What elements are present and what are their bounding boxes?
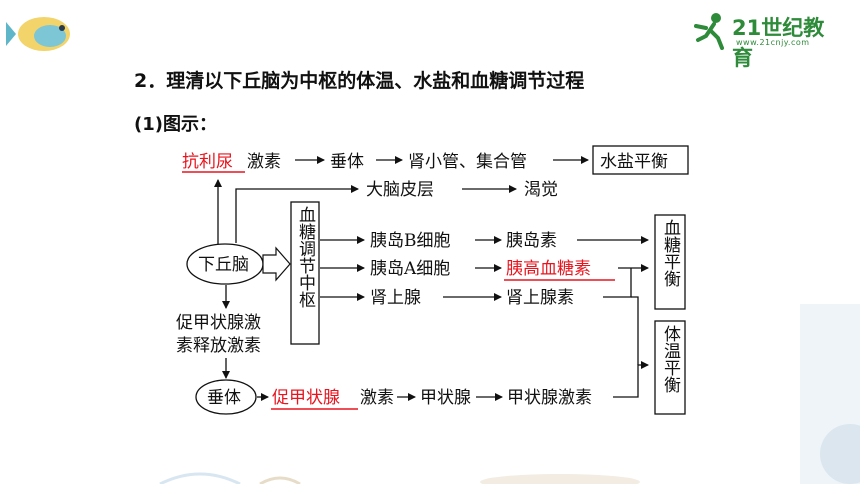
runner-icon: [694, 13, 724, 50]
islet-b-label: 胰岛B细胞: [370, 231, 451, 251]
line-adrenaline-to-temperature: [631, 296, 639, 365]
tsh-hormone-suffix: 激素: [360, 388, 394, 408]
glucose-center-box: [290, 201, 320, 345]
thyroid-label: 甲状腺: [420, 388, 471, 408]
cerebral-cortex-label: 大脑皮层: [366, 180, 434, 200]
arrow-hypothalamus-to-cortex: [235, 185, 359, 243]
water-salt-box: [592, 145, 689, 175]
insulin-label: 胰岛素: [506, 231, 557, 251]
top-row: 抗利尿 激素 垂体 肾小管、集合管 水盐平衡: [182, 145, 689, 175]
glucose-balance-box: [654, 214, 686, 310]
adh-hormone-suffix: 激素: [247, 152, 281, 172]
adrenal-label: 肾上腺: [370, 288, 421, 308]
thyroxine-label: 甲状腺激素: [507, 388, 592, 408]
kidney-tubules-label: 肾小管、集合管: [408, 152, 527, 172]
adrenaline-label: 肾上腺素: [506, 288, 574, 308]
fish-decoration: [6, 17, 70, 51]
pituitary2-label: 垂体: [207, 388, 241, 408]
tsh-label: 促甲状腺: [272, 388, 340, 408]
glucose-balance-label: 血糖平衡: [660, 219, 681, 287]
islet-a-label: 胰岛A细胞: [370, 259, 450, 279]
glucagon-label: 胰高血糖素: [506, 259, 591, 279]
thirst-label: 渴觉: [524, 180, 558, 200]
figure-label: (1)图示：: [134, 114, 217, 135]
trh-line-2: 素释放激素: [176, 336, 261, 356]
adh-label: 抗利尿: [182, 152, 233, 172]
corner-decoration: [800, 304, 860, 484]
section-heading: 2．理清以下丘脑为中枢的体温、水盐和血糖调节过程: [134, 70, 585, 92]
brand-logo: 21世纪教育 www.21cnjy.com: [692, 10, 842, 70]
trh-line-1: 促甲状腺激: [176, 313, 261, 333]
hypothalamus-label: 下丘脑: [198, 255, 249, 275]
temperature-balance-label: 体温平衡: [660, 325, 681, 393]
pituitary-label: 垂体: [330, 152, 364, 172]
glucose-center-label: 血糖调节中枢: [295, 206, 316, 308]
glucose-rows: 胰岛B细胞 胰岛素 胰岛A细胞 胰高血糖素 肾上腺 肾上腺素: [320, 231, 649, 365]
water-salt-balance-label: 水盐平衡: [600, 152, 668, 172]
arrow-thyroxine-to-temperature: [613, 361, 649, 398]
pituitary-oval: [195, 379, 257, 415]
cortex-row: 大脑皮层 渴觉: [235, 180, 558, 243]
brand-name: 21世纪教育: [732, 16, 825, 70]
bottom-decoration: [159, 472, 640, 484]
line-adrenaline-to-glucose: [603, 268, 632, 298]
brand-url: www.21cnjy.com: [736, 38, 810, 47]
hollow-arrow-to-center: [262, 246, 291, 282]
temperature-balance-box: [654, 320, 686, 415]
bottom-row: 垂体 促甲状腺 激素 甲状腺 甲状腺激素: [195, 361, 649, 415]
